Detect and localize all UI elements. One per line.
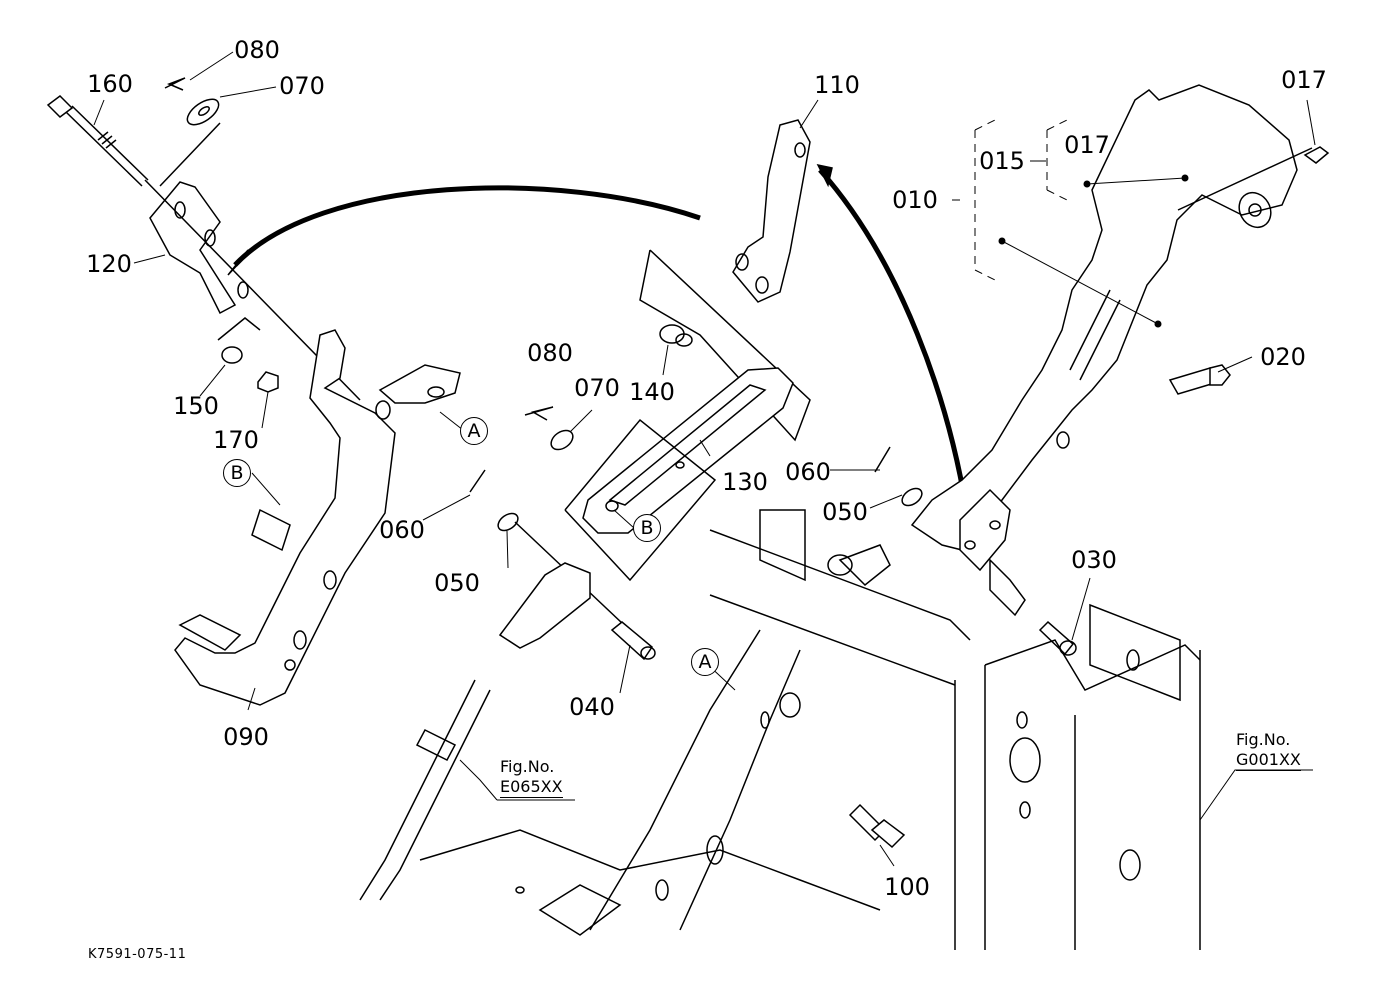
part-label-110[interactable]: 110 [814,71,860,99]
lever-090-shape [174,329,461,706]
cable-clevis-shape [359,562,591,901]
bracket-120-shape [149,181,249,315]
part-label-150[interactable]: 150 [173,392,219,420]
knob-assembly-shape [910,84,1298,617]
part-label-060-right[interactable]: 060 [785,458,831,486]
part-label-170[interactable]: 170 [213,426,259,454]
cotter-pin-080-mid [524,406,554,421]
part-label-020[interactable]: 020 [1260,343,1306,371]
part-label-010[interactable]: 010 [892,186,938,214]
part-label-060-left[interactable]: 060 [379,516,425,544]
figure-reference-g001xx[interactable]: Fig.No. G001XX [1236,730,1301,771]
reference-marker-a-frame: A [691,648,719,676]
washer-070-top [186,98,220,126]
bolt-160-shape [46,95,149,187]
bolt-100-shape [848,803,906,849]
cotter-pin-080-top [164,77,186,91]
screw-017-shape [1303,146,1330,164]
washer-070-mid [550,429,574,451]
part-label-017-inner[interactable]: 017 [1064,131,1110,159]
part-label-040[interactable]: 040 [569,693,615,721]
part-label-130[interactable]: 130 [722,468,768,496]
figure-reference-code: E065XX [500,777,563,798]
part-label-050-left[interactable]: 050 [434,569,480,597]
part-label-160[interactable]: 160 [87,70,133,98]
frame-shape [419,509,1201,950]
part-label-080-mid[interactable]: 080 [527,339,573,367]
figure-reference-prefix: Fig.No. [500,757,555,776]
bolt-020-shape [1168,364,1231,395]
pin-030-shape [1038,620,1077,656]
reference-marker-b-plate: B [633,514,661,542]
plate-130-shape [582,367,794,534]
part-label-050-right[interactable]: 050 [822,498,868,526]
figure-reference-prefix: Fig.No. [1236,730,1291,749]
figure-reference-e065xx[interactable]: Fig.No. E065XX [500,757,563,798]
document-id: K7591-075-11 [88,947,187,962]
part-label-100[interactable]: 100 [884,873,930,901]
link-110-shape [732,119,811,303]
part-label-080-top[interactable]: 080 [234,36,280,64]
reference-marker-b-left: B [223,459,251,487]
figure-reference-code: G001XX [1236,750,1301,771]
part-label-030[interactable]: 030 [1071,546,1117,574]
reference-marker-a-upper: A [460,417,488,445]
arrow-left [233,185,701,267]
part-label-017-screw[interactable]: 017 [1281,66,1327,94]
washer-050-right-shape [901,487,923,507]
washer-050-left-shape [497,512,519,532]
part-label-070-mid[interactable]: 070 [574,374,620,402]
bushing-140-shape [659,324,693,347]
part-label-120[interactable]: 120 [86,250,132,278]
part-label-015[interactable]: 015 [979,147,1025,175]
part-label-070-top[interactable]: 070 [279,72,325,100]
part-label-090[interactable]: 090 [223,723,269,751]
bushing-150-shape [221,346,243,364]
part-label-140[interactable]: 140 [629,378,675,406]
arrow-right [818,168,971,521]
pin-040-shape [610,621,656,661]
nut-170-shape [257,371,279,393]
